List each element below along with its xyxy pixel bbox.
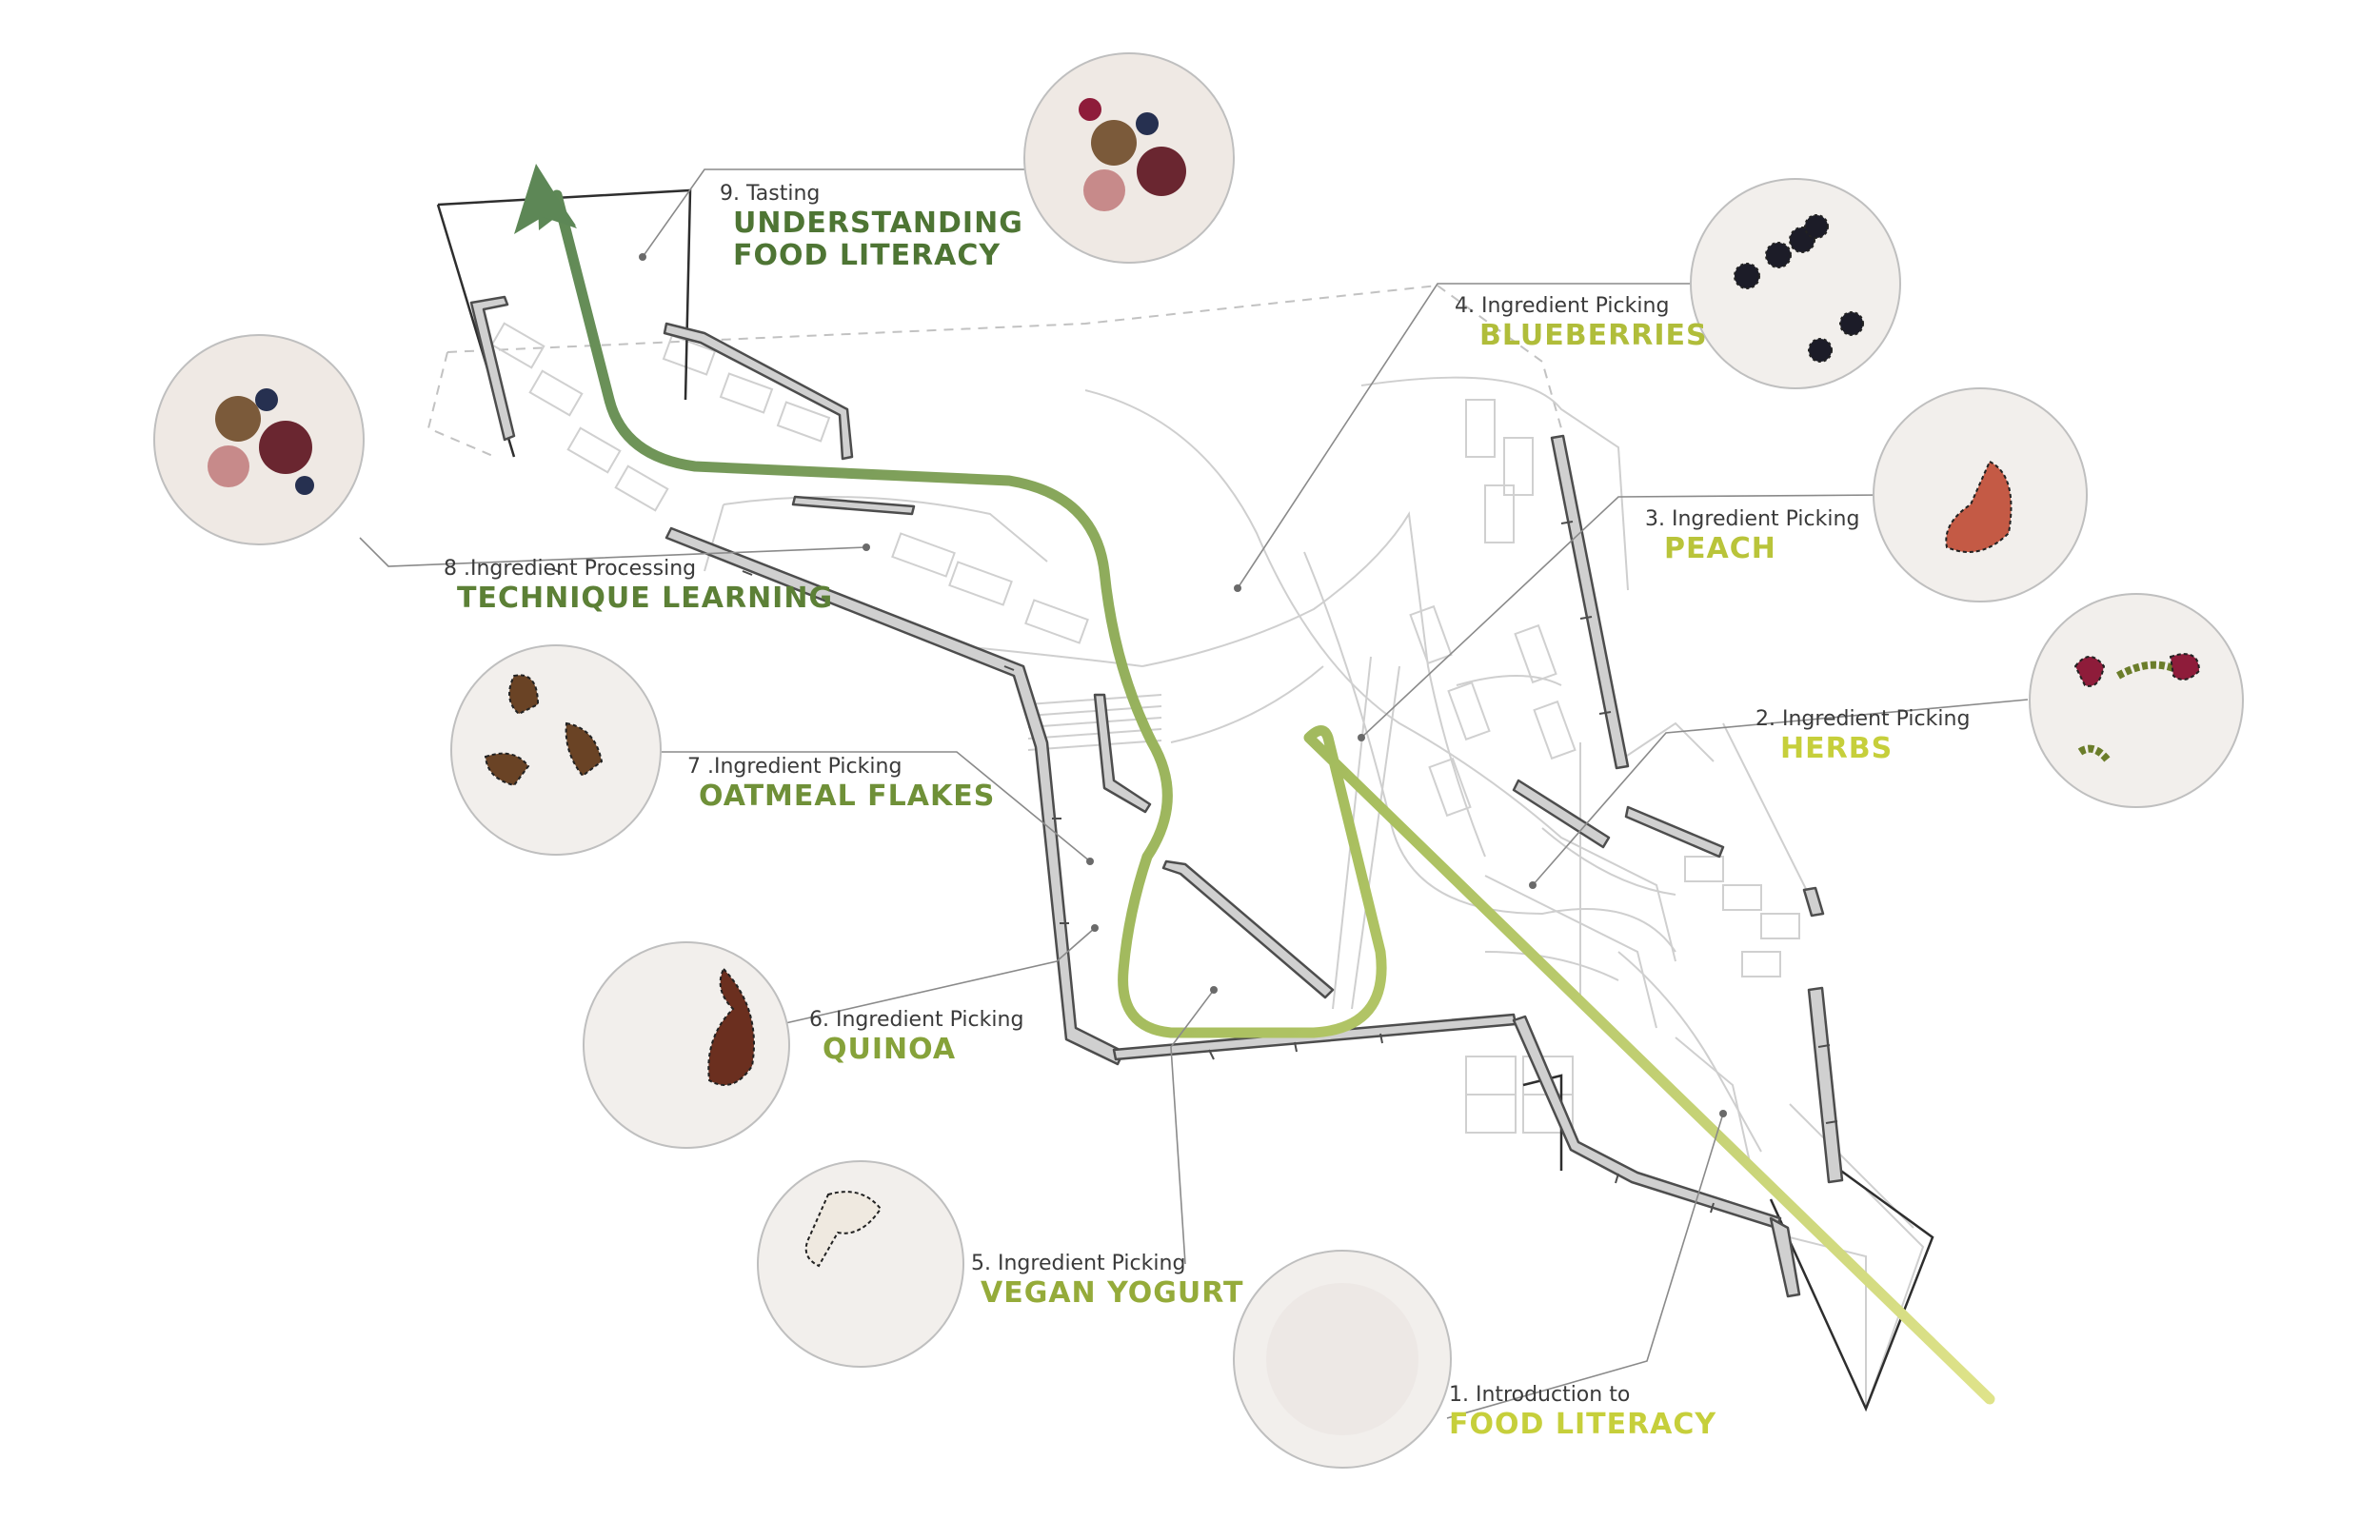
stop-9-subtitle: 9. Tasting <box>720 181 1023 207</box>
stop-9-label: 9. Tasting UNDERSTANDING FOOD LITERACY <box>720 181 1023 272</box>
plate-2 <box>2030 594 2243 807</box>
plate-6 <box>584 942 789 1148</box>
stop-2-subtitle: 2. Ingredient Picking <box>1755 706 1970 733</box>
plate-3 <box>1874 388 2087 602</box>
stop-6-subtitle: 6. Ingredient Picking <box>809 1007 1023 1034</box>
stop-9-title: UNDERSTANDING <box>720 207 1023 240</box>
stop-3-label: 3. Ingredient Picking PEACH <box>1645 506 1859 565</box>
plate-4 <box>1691 179 1900 388</box>
stop-1-title: FOOD LITERACY <box>1449 1409 1716 1441</box>
stop-1-subtitle: 1. Introduction to <box>1449 1382 1716 1409</box>
stop-1-label: 1. Introduction to FOOD LITERACY <box>1449 1382 1716 1441</box>
stop-4-title: BLUEBERRIES <box>1455 320 1708 352</box>
stop-6-label: 6. Ingredient Picking QUINOA <box>809 1007 1023 1066</box>
stop-5-title: VEGAN YOGURT <box>971 1277 1243 1310</box>
plate-9 <box>1024 53 1234 263</box>
stop-5-subtitle: 5. Ingredient Picking <box>971 1251 1243 1277</box>
stop-4-label: 4. Ingredient Picking BLUEBERRIES <box>1455 293 1708 352</box>
stop-7-subtitle: 7 .Ingredient Picking <box>687 754 995 780</box>
plate-5 <box>758 1161 963 1367</box>
stop-7-label: 7 .Ingredient Picking OATMEAL FLAKES <box>687 754 995 813</box>
plate-8 <box>154 335 364 544</box>
stop-5-label: 5. Ingredient Picking VEGAN YOGURT <box>971 1251 1243 1310</box>
stop-3-title: PEACH <box>1645 533 1859 565</box>
plate-7 <box>451 645 661 855</box>
stop-8-subtitle: 8 .Ingredient Processing <box>444 556 833 582</box>
stop-3-subtitle: 3. Ingredient Picking <box>1645 506 1859 533</box>
stop-8-label: 8 .Ingredient Processing TECHNIQUE LEARN… <box>444 556 833 615</box>
stop-8-title: TECHNIQUE LEARNING <box>444 582 833 615</box>
stop-9-title-line2: FOOD LITERACY <box>720 240 1023 272</box>
stop-2-title: HERBS <box>1755 733 1970 765</box>
stop-7-title: OATMEAL FLAKES <box>687 780 995 813</box>
stop-2-label: 2. Ingredient Picking HERBS <box>1755 706 1970 765</box>
plate-1 <box>1234 1251 1451 1468</box>
stop-4-subtitle: 4. Ingredient Picking <box>1455 293 1708 320</box>
stop-6-title: QUINOA <box>809 1034 1023 1066</box>
